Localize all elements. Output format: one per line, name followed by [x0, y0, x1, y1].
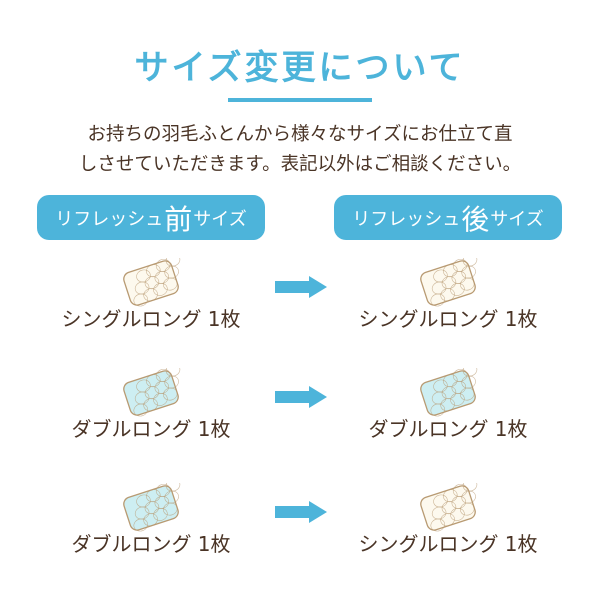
before-size-label: シングルロング 1枚	[61, 307, 241, 331]
before-futon-icon	[116, 253, 186, 308]
after-header-post: サイズ	[490, 208, 544, 230]
after-size-label: シングルロング 1枚	[358, 532, 538, 556]
after-size-header: リフレッシュ後サイズ	[334, 195, 562, 240]
before-size-label: ダブルロング 1枚	[71, 532, 231, 556]
after-futon-icon	[413, 478, 483, 533]
page-title: サイズ変更について	[134, 48, 466, 88]
before-futon-icon	[116, 478, 186, 533]
after-header-big: 後	[461, 202, 490, 236]
after-futon-icon	[413, 363, 483, 418]
description-line-1: お持ちの羽毛ふとんから様々なサイズにお仕立て直	[87, 124, 513, 145]
right-arrow-icon	[275, 386, 327, 408]
after-futon-icon	[413, 253, 483, 308]
before-size-label: ダブルロング 1枚	[71, 417, 231, 441]
before-futon-icon	[116, 363, 186, 418]
right-arrow-icon	[275, 276, 327, 298]
before-size-header: リフレッシュ前サイズ	[37, 195, 265, 240]
title-underline	[228, 98, 372, 102]
before-header-pre: リフレッシュ	[55, 208, 164, 230]
after-size-label: シングルロング 1枚	[358, 307, 538, 331]
right-arrow-icon	[275, 501, 327, 523]
before-header-post: サイズ	[193, 208, 247, 230]
after-header-pre: リフレッシュ	[352, 208, 461, 230]
after-size-label: ダブルロング 1枚	[368, 417, 528, 441]
description-line-2: しさせていただきます。表記以外はご相談ください。	[78, 154, 522, 175]
before-header-big: 前	[164, 202, 193, 236]
